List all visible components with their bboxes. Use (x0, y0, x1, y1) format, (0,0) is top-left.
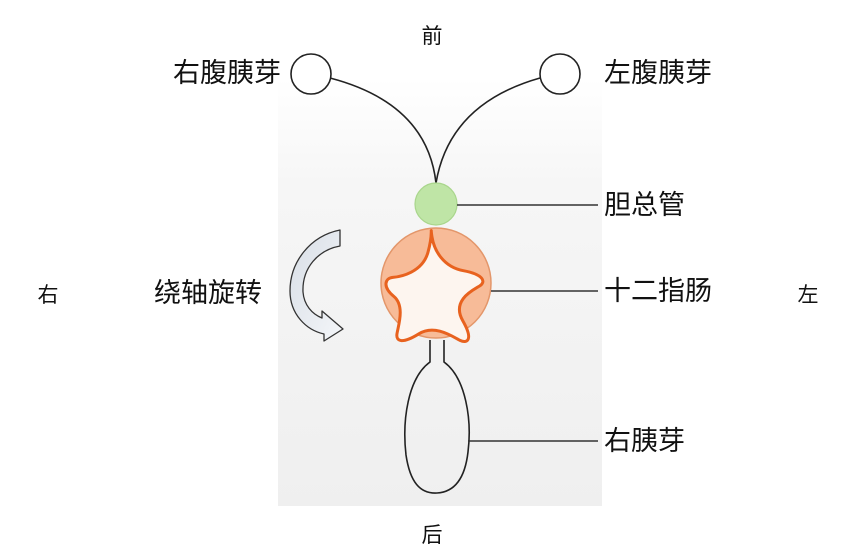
orientation-back: 后 (422, 523, 443, 547)
right-ventral-bud (290, 53, 332, 95)
common-bile-duct (414, 182, 458, 226)
orientation-right: 右 (38, 283, 59, 307)
right-pancreatic-bud (404, 340, 470, 494)
left-ventral-bud (539, 53, 581, 95)
left-ventral-duct (435, 77, 541, 184)
label-common-bile-duct: 胆总管 (604, 190, 685, 221)
rotation-arrow-icon (289, 229, 344, 342)
orientation-left: 左 (798, 283, 819, 307)
duodenum-lumen (384, 229, 485, 343)
label-left-ventral-bud: 左腹胰芽 (604, 58, 712, 89)
label-rotation: 绕轴旋转 (154, 278, 262, 309)
label-duodenum: 十二指肠 (604, 276, 712, 307)
orientation-front: 前 (422, 24, 443, 48)
label-right-pancreatic-bud: 右胰芽 (604, 426, 685, 457)
label-right-ventral-bud: 右腹胰芽 (173, 58, 281, 89)
right-ventral-duct (329, 77, 437, 184)
